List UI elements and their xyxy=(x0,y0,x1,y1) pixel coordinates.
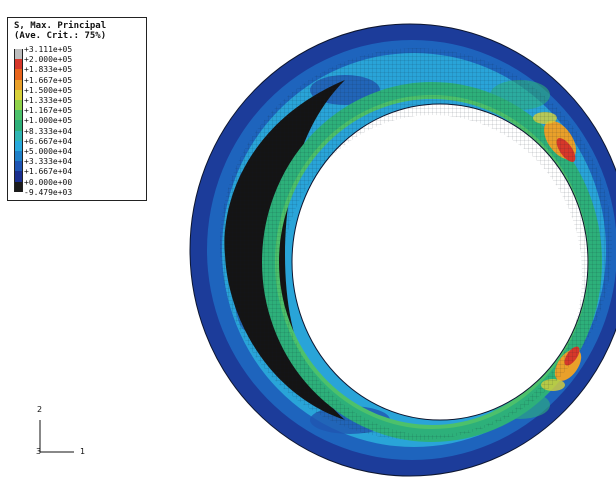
triad-axis-2-label: 2 xyxy=(37,405,43,414)
legend-color-swatch xyxy=(14,100,23,111)
legend-title: S, Max. Principal xyxy=(14,21,107,31)
legend-color-swatch xyxy=(14,49,23,60)
legend-tick-label: +6.667e+04 xyxy=(24,136,73,146)
legend-color-swatch xyxy=(14,130,23,142)
legend-tick-label: +3.111e+05 xyxy=(24,45,73,54)
legend-tick-label: +1.333e+05 xyxy=(24,96,73,105)
contour-legend[interactable]: S, Max. Principal (Ave. Crit.: 75%) +3.1… xyxy=(7,17,147,201)
legend-color-swatch xyxy=(14,151,23,162)
legend-tick-label: +8.333e+04 xyxy=(24,126,73,136)
legend-color-swatch xyxy=(14,89,23,101)
legend-tick-label: +1.833e+05 xyxy=(24,65,73,75)
legend-color-swatch xyxy=(14,181,23,193)
legend-tick-label: -9.479e+03 xyxy=(24,187,73,197)
view-triad xyxy=(39,420,74,453)
legend-tick-label: +3.333e+04 xyxy=(24,157,73,167)
legend-color-swatch xyxy=(14,120,23,132)
legend-tick-label: +1.500e+05 xyxy=(24,85,73,95)
legend-tick-label: +1.667e+04 xyxy=(24,167,73,177)
mesh-outer-edge xyxy=(189,23,616,477)
legend-color-swatch xyxy=(14,79,23,91)
legend-color-swatch xyxy=(14,161,23,172)
legend-color-swatch xyxy=(14,59,23,70)
legend-tick-label: +1.167e+05 xyxy=(24,106,73,116)
legend-tick-label: +1.667e+05 xyxy=(24,75,73,85)
legend-subtitle: (Ave. Crit.: 75%) xyxy=(14,31,107,41)
legend-tick-label: +0.000e+00 xyxy=(24,177,73,187)
legend-color-swatch xyxy=(14,171,23,183)
legend-tick-label: +2.000e+05 xyxy=(24,55,73,65)
legend-tick-label: +1.000e+05 xyxy=(24,116,73,126)
triad-axis-3-label: 3 xyxy=(36,447,42,456)
legend-tick-label: +5.000e+04 xyxy=(24,147,73,156)
legend-color-swatch xyxy=(14,140,23,152)
mesh-inner-bore xyxy=(292,104,588,420)
legend-color-swatch xyxy=(14,69,23,81)
triad-axis-1-label: 1 xyxy=(80,447,86,456)
legend-color-swatch xyxy=(14,110,23,121)
mesh-inner-edge xyxy=(291,103,589,421)
